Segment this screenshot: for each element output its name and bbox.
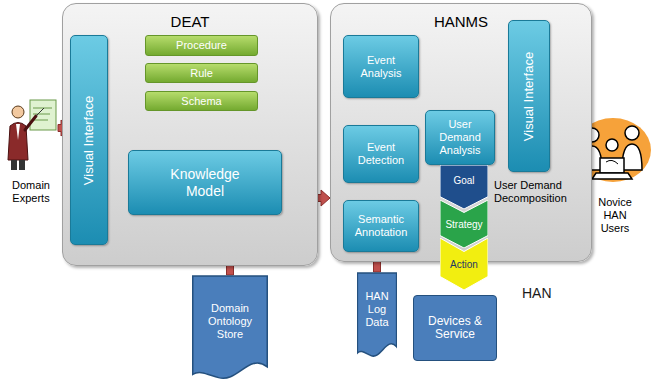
process-box: Visual Interface [508, 20, 550, 172]
process-box: User Demand Analysis [425, 110, 495, 165]
presenter-icon [8, 100, 56, 170]
chevron-step: Action [440, 238, 488, 290]
node-label: Visual Interface [523, 51, 536, 140]
node-label: HAN Log Data [359, 290, 395, 329]
chevron-step: Strategy [440, 200, 488, 248]
node-label: Novice HAN Users [590, 196, 640, 235]
panel-title: DEAT [63, 13, 317, 31]
system-panel: HANMS Event AnalysisEvent DetectionSemant… [330, 3, 592, 262]
process-box: Schema [145, 91, 258, 111]
chevron-step: Goal [440, 165, 488, 209]
goal-outline [440, 165, 488, 209]
annotation-label: User Demand Decomposition [494, 179, 572, 205]
node-label: Action [450, 258, 478, 271]
node-label: Domain Ontology Store [195, 302, 265, 341]
node-label: Event Detection [351, 141, 411, 167]
node-label: Devices & Service [425, 315, 485, 341]
node-label: Knowledge Model [155, 166, 255, 200]
node-label: Domain Experts [6, 179, 56, 205]
node-label: Visual Interface [83, 95, 96, 184]
process-box: Knowledge Model [128, 150, 282, 215]
document-shape: HAN Log Data [357, 272, 397, 360]
node-label: Event Analysis [351, 54, 411, 80]
region-title: HAN [522, 285, 552, 302]
process-box: Visual Interface [70, 35, 108, 245]
process-box: Rule [145, 63, 258, 83]
process-box: Devices & Service [413, 295, 497, 361]
actor: Novice HAN Users [572, 110, 658, 235]
node-label: Goal [453, 174, 474, 187]
node-label: User Demand Analysis [432, 118, 488, 157]
process-box: Event Detection [343, 125, 419, 183]
process-box: Event Analysis [343, 35, 419, 98]
panel-title: HANMS [331, 13, 591, 31]
node-label: Schema [181, 95, 221, 108]
system-panel: DEAT Visual Interface ProcedureRuleSchemaK… [62, 3, 318, 266]
node-label: Strategy [445, 218, 482, 231]
actor: Domain Experts [4, 95, 58, 205]
process-box: Semantic Annotation [343, 200, 419, 252]
node-label: Semantic Annotation [348, 213, 414, 239]
node-label: Procedure [176, 39, 227, 52]
node-label: Rule [190, 67, 213, 80]
process-box: Procedure [145, 35, 258, 56]
document-shape: Domain Ontology Store [192, 275, 268, 383]
